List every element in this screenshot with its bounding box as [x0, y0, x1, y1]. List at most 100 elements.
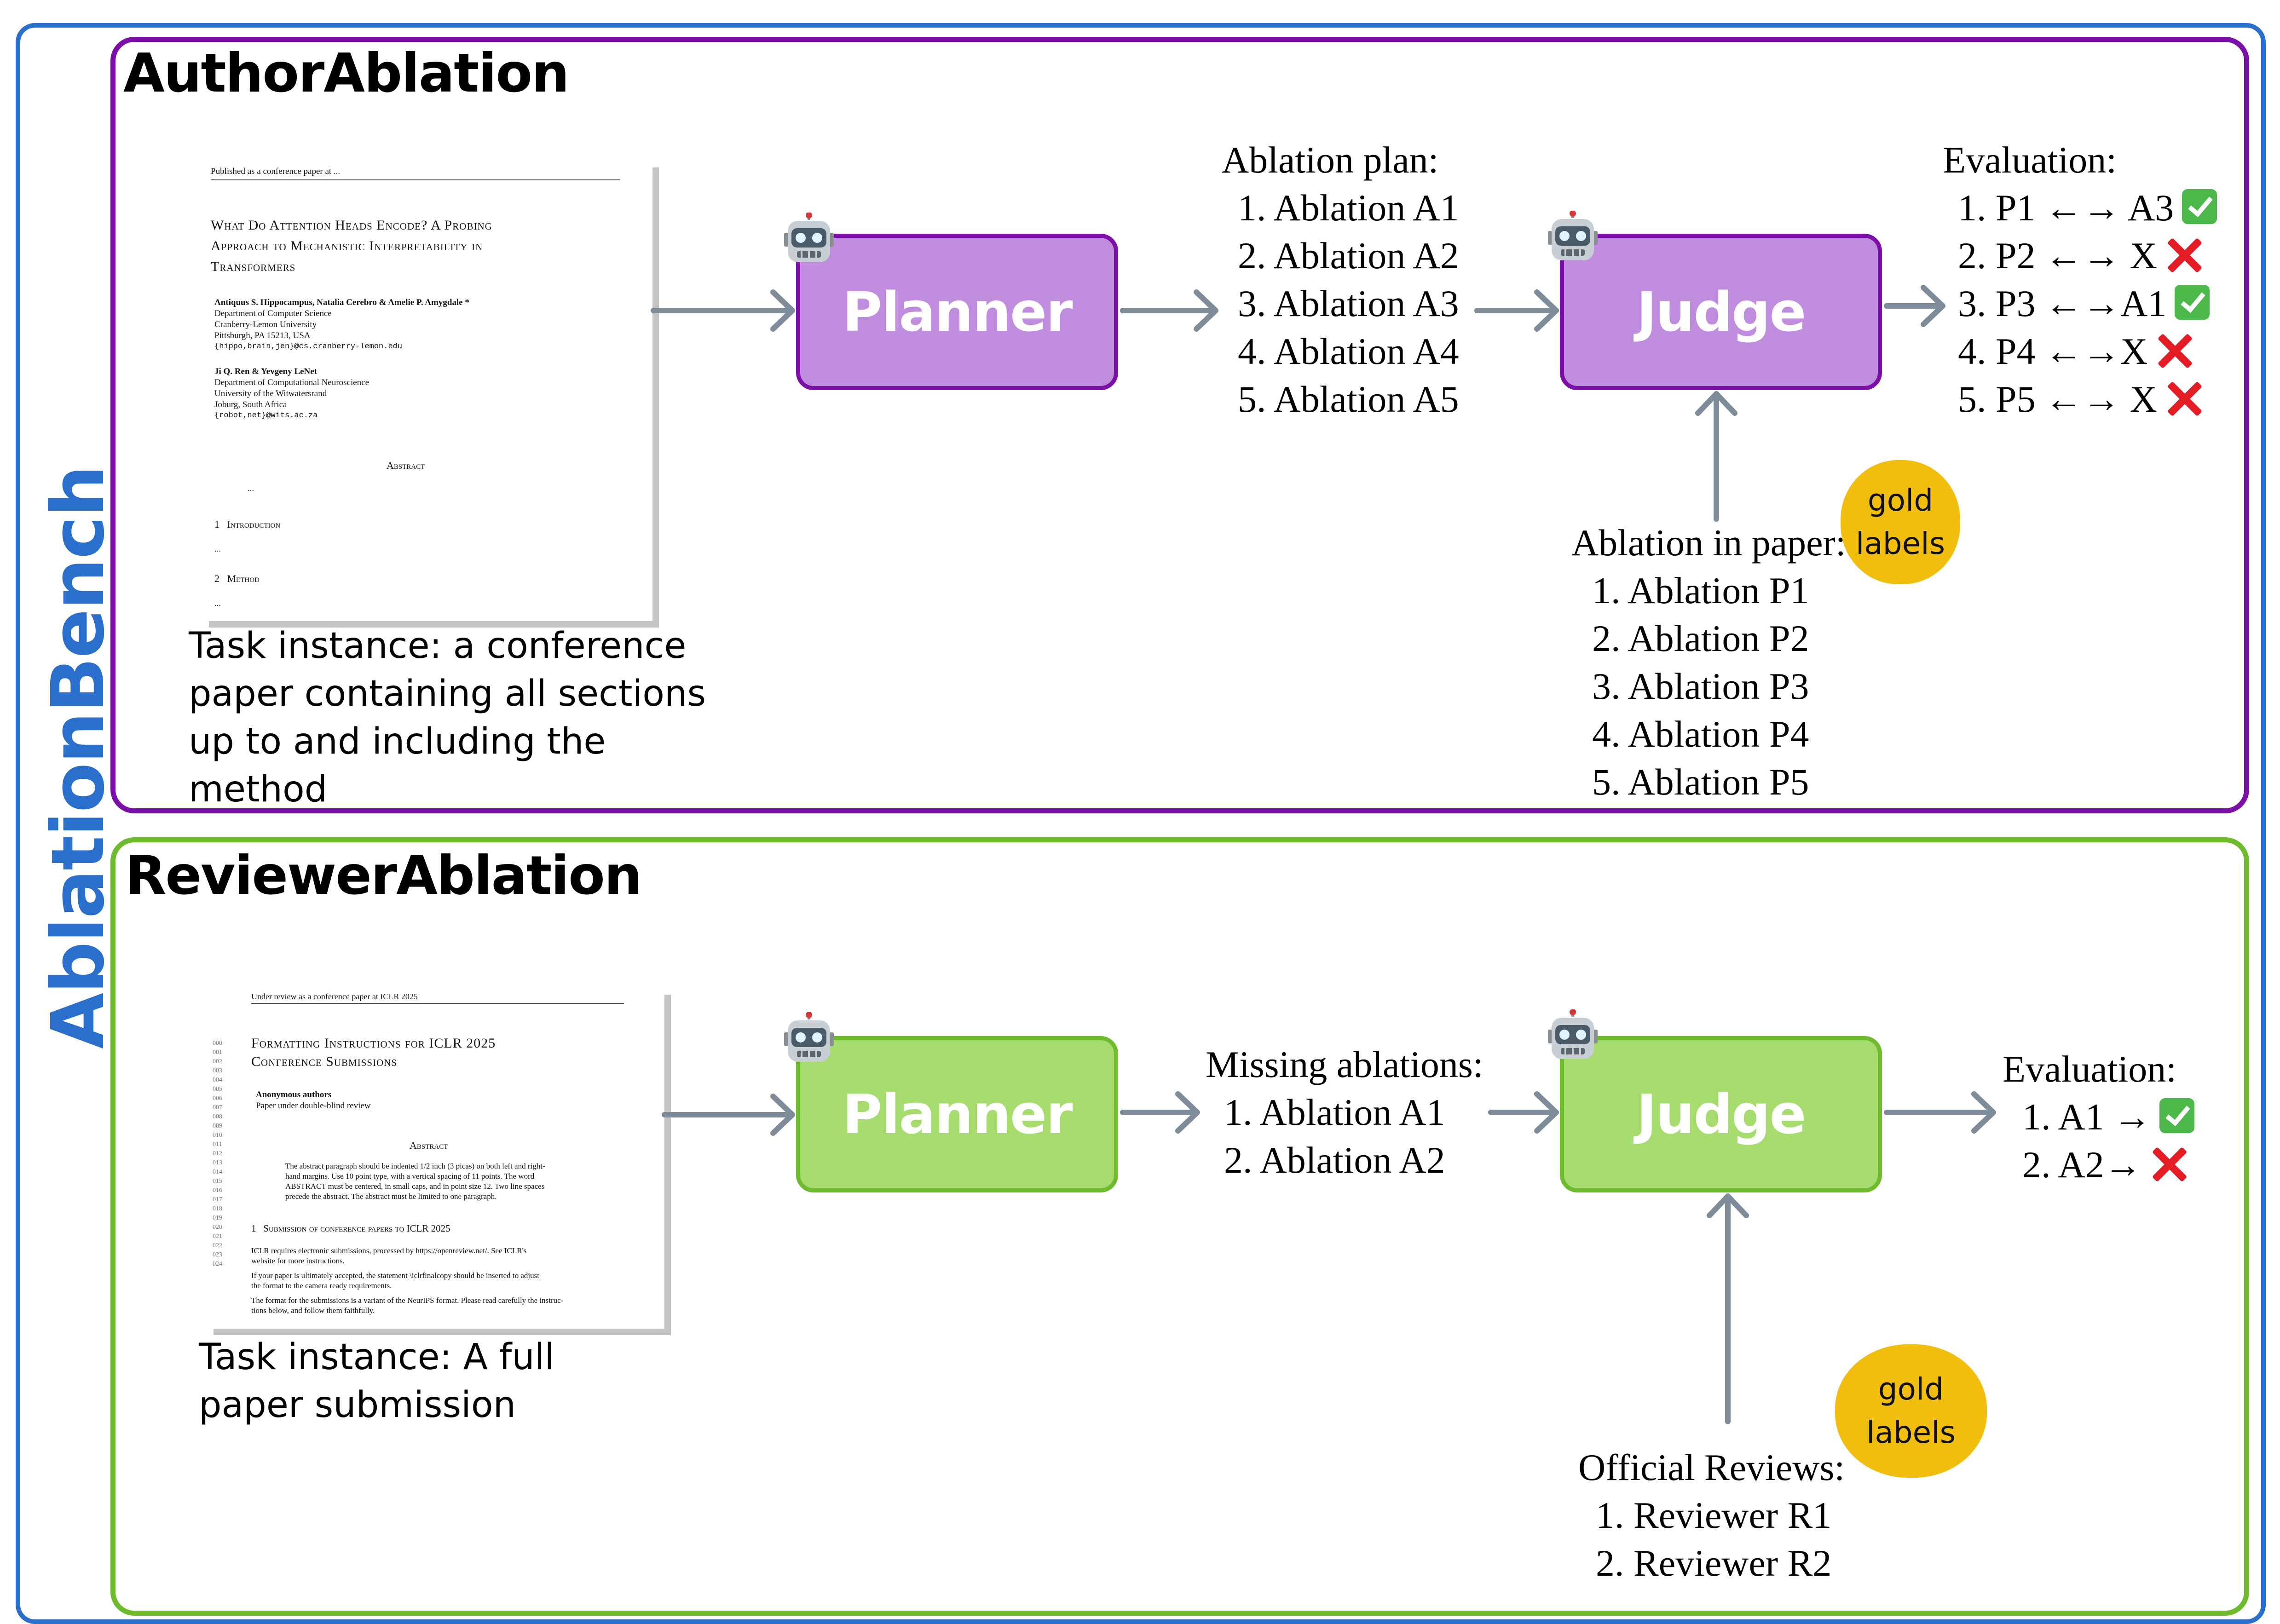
arrow-judge-to-eval-r [1884, 1091, 1996, 1134]
paper-section-2: 2 Method [214, 573, 260, 584]
reviewer-ablation-panel [110, 837, 2249, 1616]
abstract-line-4: precede the abstract. The abstract must … [285, 1192, 497, 1201]
planner-label: Planner [842, 280, 1073, 344]
paper-affil-2-line-4: {robot,net}@wits.ac.za [214, 411, 318, 420]
reviewer-gold-item-1: 1. Reviewer R1 [1596, 1494, 1832, 1536]
robot-icon [781, 212, 837, 268]
reviewer-gold-item-2: 2. Reviewer R2 [1596, 1542, 1832, 1584]
paper-abstract-heading: Abstract [410, 1140, 448, 1151]
reviewer-task-caption: Task instance: A full paper submission [199, 1336, 555, 1426]
author-ablation-panel [110, 37, 2249, 813]
reviewer-paper-thumbnail: Under review as a conference paper at IC… [207, 988, 664, 1329]
check-mark-icon [2182, 189, 2217, 224]
line-numbers: 000 001 002 003 004 005 006 007 008 009 … [213, 1040, 222, 1267]
paper-authors-2: Ji Q. Ren & Yevgeny LeNet [214, 367, 317, 376]
header-rule [211, 179, 620, 180]
author-eval-item-1: 1. P1 ←→ A3 [1958, 184, 2217, 232]
body-line-2: website for more instructions. [251, 1256, 345, 1265]
author-gold-item-3: 3. Ablation P3 [1592, 665, 1809, 707]
arrow-paper-to-planner-r [662, 1094, 795, 1136]
reviewer-panel-title: ReviewerAblation [125, 845, 642, 907]
planner-label: Planner [842, 1083, 1073, 1146]
reviewer-gold-title: Official Reviews: [1578, 1446, 1845, 1488]
ablation-plan-item-2: 2. Ablation A2 [1238, 235, 1459, 276]
body-line-4: the format to the camera ready requireme… [251, 1281, 392, 1290]
reviewer-eval-item-1: 1. A1 → [2022, 1093, 2195, 1141]
paper-title-line-2: Approach to Mechanistic Interpretability… [211, 238, 483, 253]
robot-icon [1545, 1009, 1600, 1065]
arrow-gold-to-judge-r [1707, 1193, 1749, 1424]
robot-icon [1545, 210, 1600, 266]
author-eval-item-3: 3. P3 ←→A1 [1958, 280, 2210, 328]
paper-abstract-heading: Abstract [387, 460, 425, 471]
ablation-plan-item-5: 5. Ablation A5 [1238, 378, 1459, 420]
check-mark-icon [2159, 1098, 2195, 1133]
arrow-missing-to-judge-r [1488, 1091, 1559, 1134]
paper-title-line-1: Formatting Instructions for ICLR 2025 [251, 1036, 496, 1051]
paper-section-2-ellipsis: ... [214, 599, 221, 608]
paper-affil-2-line-3: Joburg, South Africa [214, 400, 287, 409]
check-mark-icon [2175, 285, 2210, 320]
judge-label: Judge [1636, 280, 1807, 344]
ablation-plan-item-3: 3. Ablation A3 [1238, 282, 1459, 324]
paper-title-line-1: What Do Attention Heads Encode? A Probin… [211, 218, 492, 233]
body-line-3: If your paper is ultimately accepted, th… [251, 1271, 539, 1280]
reviewer-judge-box: Judge [1560, 1036, 1882, 1192]
judge-label: Judge [1636, 1083, 1807, 1146]
ablation-plan-item-4: 4. Ablation A4 [1238, 330, 1459, 372]
paper-section-1: 1 Introduction [214, 518, 281, 530]
paper-affil-1-line-1: Department of Computer Science [214, 309, 332, 318]
author-eval-item-5: 5. P5 ←→ X [1958, 375, 2202, 423]
paper-header: Published as a conference paper at ... [211, 167, 341, 176]
author-paper-thumbnail: Published as a conference paper at ... W… [202, 161, 652, 621]
paper-header: Under review as a conference paper at IC… [251, 992, 418, 1001]
header-rule [251, 1003, 624, 1004]
author-planner-box: Planner [796, 234, 1118, 390]
paper-affil-1-line-2: Cranberry-Lemon University [214, 320, 317, 329]
author-gold-item-1: 1. Ablation P1 [1592, 570, 1809, 611]
author-task-caption: Task instance: a conference paper contai… [189, 625, 706, 810]
paper-section-1-ellipsis: ... [214, 544, 221, 554]
arrow-judge-to-eval [1884, 285, 1945, 327]
paper-authors-1: Antiquus S. Hippocampus, Natalia Cerebro… [214, 298, 469, 307]
author-gold-title: Ablation in paper: [1571, 522, 1846, 564]
arrow-planner-to-missing-r [1120, 1091, 1200, 1134]
reviewer-planner-box: Planner [796, 1036, 1118, 1192]
abstract-line-2: hand margins. Use 10 point type, with a … [285, 1172, 535, 1181]
author-gold-item-5: 5. Ablation P5 [1592, 761, 1809, 803]
body-line-6: tions below, and follow them faithfully. [251, 1306, 375, 1315]
paper-authors: Anonymous authors [256, 1090, 332, 1100]
author-panel-title: AuthorAblation [123, 42, 570, 104]
paper-authors-note: Paper under double-blind review [256, 1101, 371, 1111]
paper-affil-2-line-1: Department of Computational Neuroscience [214, 378, 369, 387]
arrow-gold-to-judge [1695, 391, 1737, 522]
author-judge-box: Judge [1560, 234, 1882, 390]
arrow-plan-to-judge [1474, 289, 1559, 332]
arrow-paper-to-planner [651, 289, 795, 332]
abstract-line-3: ABSTRACT must be centered, in small caps… [285, 1182, 545, 1191]
author-eval-item-4: 4. P4 ←→X [1958, 328, 2193, 375]
ablation-plan-item-1: 1. Ablation A1 [1238, 187, 1459, 229]
author-eval-item-2: 2. P2 ←→ X [1958, 232, 2202, 280]
ablation-plan-title: Ablation plan: [1222, 139, 1439, 181]
author-gold-item-4: 4. Ablation P4 [1592, 713, 1809, 755]
body-line-5: The format for the submissions is a vari… [251, 1296, 564, 1305]
body-line-1: ICLR requires electronic submissions, pr… [251, 1246, 527, 1255]
paper-section-1: 1 Submission of conference papers to ICL… [251, 1223, 450, 1234]
paper-title-line-3: Transformers [211, 259, 296, 274]
paper-abstract-ellipsis: ... [248, 484, 254, 493]
missing-ablation-item-1: 1. Ablation A1 [1224, 1091, 1445, 1133]
reviewer-eval-title: Evaluation: [2003, 1048, 2177, 1090]
arrow-planner-to-plan [1120, 289, 1218, 332]
paper-affil-1-line-3: Pittsburgh, PA 15213, USA [214, 331, 311, 340]
paper-title-line-2: Conference Submissions [251, 1054, 398, 1069]
robot-icon [781, 1012, 837, 1068]
paper-affil-1-line-4: {hippo,brain,jen}@cs.cranberry-lemon.edu [214, 342, 403, 351]
paper-affil-2-line-2: University of the Witwatersrand [214, 389, 327, 398]
author-eval-title: Evaluation: [1943, 139, 2117, 181]
abstract-line-1: The abstract paragraph should be indente… [285, 1162, 545, 1170]
reviewer-eval-item-2: 2. A2→ [2022, 1141, 2187, 1189]
